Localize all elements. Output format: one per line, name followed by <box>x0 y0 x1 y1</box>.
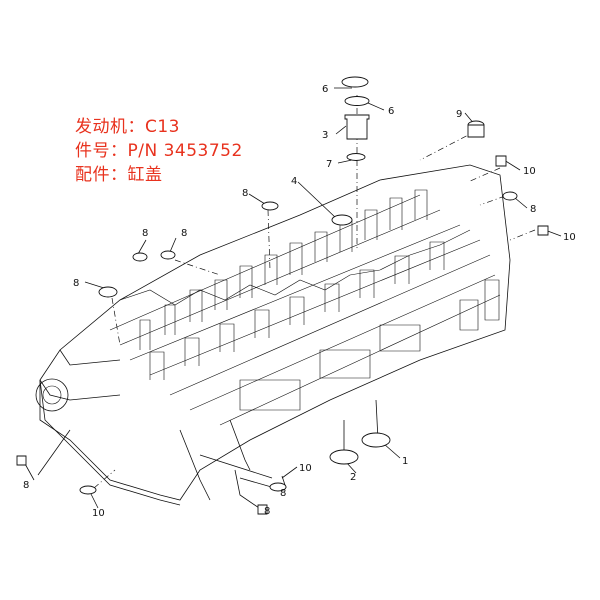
callout-label: 7 <box>326 159 332 170</box>
plug-icon <box>269 482 287 492</box>
engine-caption: 发动机：C13 <box>75 117 181 137</box>
callout-label: 8 <box>73 278 79 289</box>
o-ring-seal-icon <box>344 96 370 106</box>
callout-label: 8 <box>23 480 29 491</box>
loose-parts <box>16 76 549 515</box>
plug-icon <box>16 455 27 466</box>
plug-icon <box>261 201 279 211</box>
callout-label: 6 <box>322 84 328 95</box>
callout-label: 10 <box>523 166 536 177</box>
callout-label: 4 <box>291 176 297 187</box>
callout-label: 8 <box>142 228 148 239</box>
plug-icon <box>98 286 118 298</box>
injector-sleeve-icon <box>344 114 370 140</box>
plug-icon <box>132 252 148 262</box>
plug-icon <box>502 191 518 201</box>
callout-label: 1 <box>402 456 408 467</box>
callout-label: 10 <box>299 463 312 474</box>
callout-label: 10 <box>563 232 576 243</box>
leader-lines <box>23 87 562 511</box>
callout-label: 10 <box>92 508 105 519</box>
plug-icon <box>467 120 485 138</box>
plug-icon <box>257 504 268 515</box>
callout-label: 6 <box>388 106 394 117</box>
plug-icon <box>537 225 549 236</box>
component-caption: 配件：缸盖 <box>75 165 163 185</box>
callout-label: 8 <box>280 488 286 499</box>
callout-label: 8 <box>530 204 536 215</box>
plug-icon <box>495 155 507 167</box>
sleeve-seal-icon <box>361 432 391 448</box>
o-ring-seal-icon <box>346 153 366 161</box>
callout-label: 3 <box>322 130 328 141</box>
valve-train-assemblies <box>139 189 500 411</box>
part-number-caption: 件号：P/N 3453752 <box>75 141 243 161</box>
callout-label: 8 <box>242 188 248 199</box>
seal-icon <box>331 214 353 226</box>
plug-icon <box>79 485 97 495</box>
sleeve-seal-icon <box>329 449 359 465</box>
callout-label: 9 <box>456 109 462 120</box>
callout-label: 8 <box>181 228 187 239</box>
o-ring-seal-icon <box>341 76 369 88</box>
callout-label: 2 <box>350 472 356 483</box>
callout-labels: 6 6 3 7 4 9 10 8 10 8 8 8 8 8 10 8 10 8 … <box>23 84 576 519</box>
cylinder-head-body <box>35 164 511 506</box>
callout-label: 8 <box>264 506 270 517</box>
plug-icon <box>160 250 176 260</box>
